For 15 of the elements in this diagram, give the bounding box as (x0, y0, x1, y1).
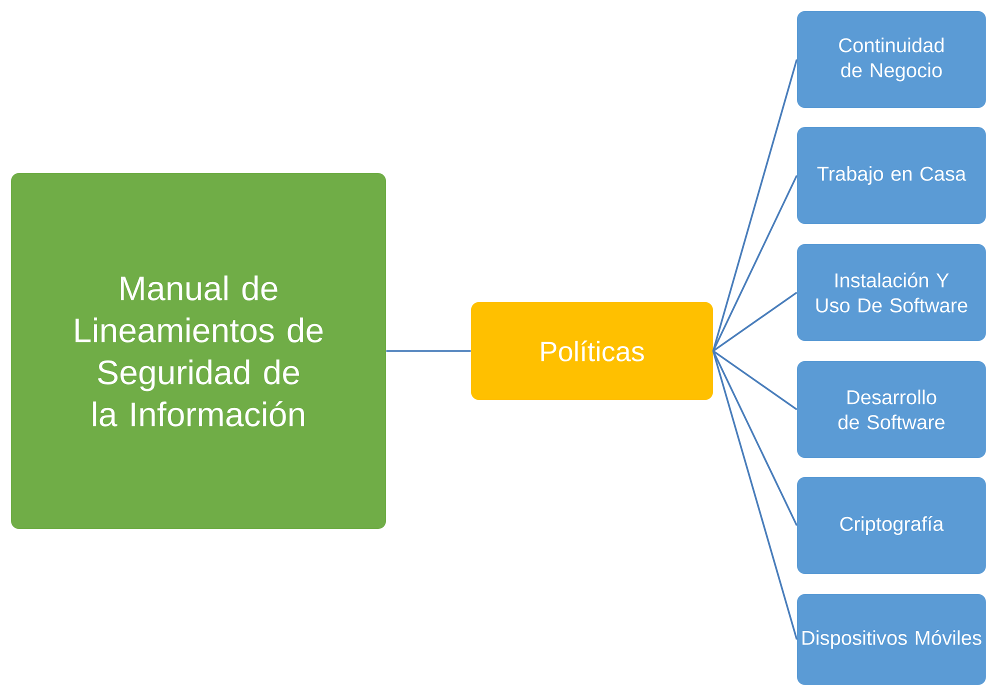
connector-line (712, 350, 798, 640)
connector-line (712, 350, 798, 526)
connector-line (712, 175, 798, 352)
item-box: Trabajo en Casa (797, 127, 986, 224)
item-box: Continuidad de Negocio (797, 11, 986, 108)
connector-line (712, 292, 798, 352)
topic-box: Manual de Lineamientos de Seguridad de la Información (11, 173, 386, 529)
connector-line (712, 350, 798, 410)
category-box: Políticas (471, 302, 713, 400)
item-box: Dispositivos Móviles (797, 594, 986, 685)
item-box: Criptografía (797, 477, 986, 574)
connector-line (712, 59, 798, 352)
item-box: Instalación Y Uso De Software (797, 244, 986, 341)
connector-line (386, 350, 471, 352)
item-box: Desarrollo de Software (797, 361, 986, 458)
